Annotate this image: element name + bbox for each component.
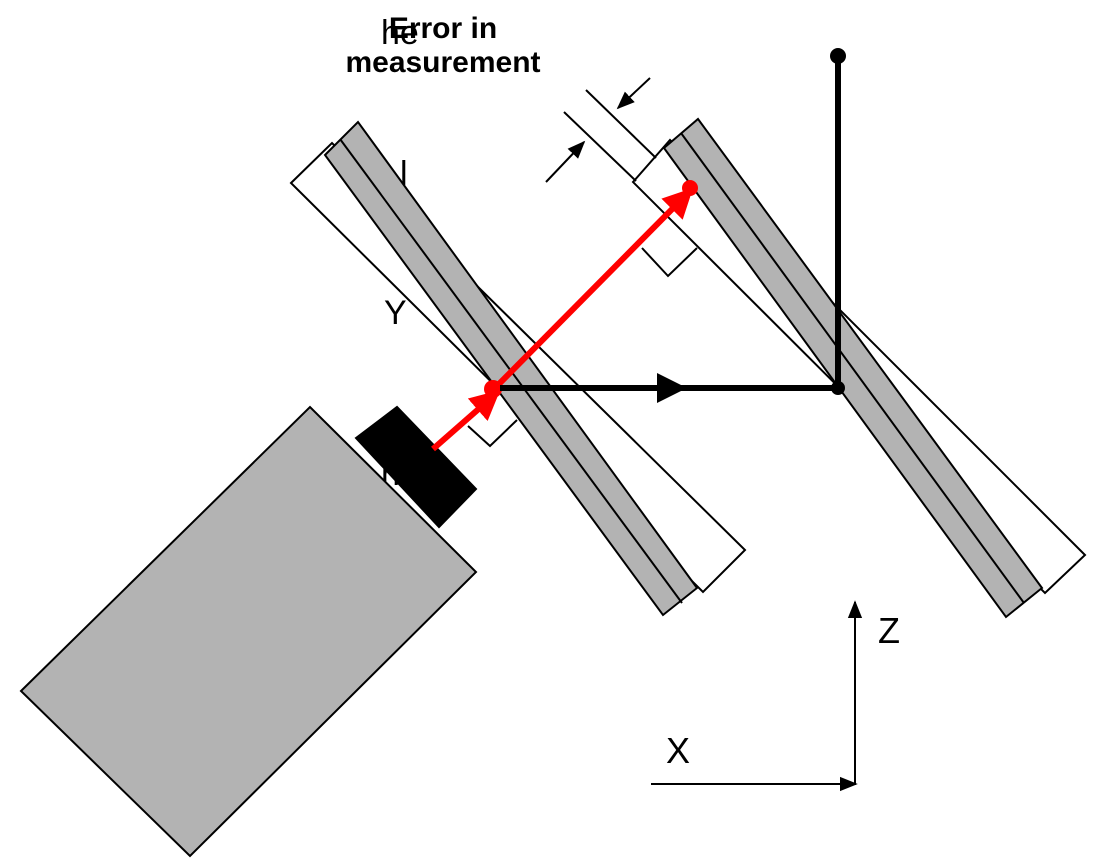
error-extension-line-outer xyxy=(563,111,637,182)
ray-to-first-plate xyxy=(431,389,501,452)
reference-base-point xyxy=(831,381,845,395)
error-label-line-2: measurement xyxy=(345,46,541,79)
x-axis-label: X xyxy=(666,730,691,771)
z-axis-label: Z xyxy=(878,610,900,651)
error-arrow-upper xyxy=(616,77,651,110)
error-extension-line-inner xyxy=(585,89,657,159)
camera-body xyxy=(19,405,478,858)
ray-to-second-plate xyxy=(492,187,694,391)
error-arrow-lower xyxy=(545,140,586,183)
second-intersection-point xyxy=(682,180,698,196)
cropped-text-fragment-3: Y xyxy=(384,294,407,332)
right-angle-marker-upper xyxy=(641,247,698,278)
camera-lens xyxy=(354,405,478,529)
cropped-text-fragment-1: he xyxy=(381,14,419,52)
error-in-measurement-label: Error in measurement xyxy=(300,12,586,80)
cropped-text-fragment-2: l xyxy=(400,155,408,193)
right-angle-marker-lower xyxy=(467,419,518,448)
right-plate-center-line xyxy=(680,132,1025,604)
reference-top-point xyxy=(830,48,846,64)
error-label-line-1: Error in xyxy=(388,12,498,45)
first-intersection-point xyxy=(484,380,502,398)
